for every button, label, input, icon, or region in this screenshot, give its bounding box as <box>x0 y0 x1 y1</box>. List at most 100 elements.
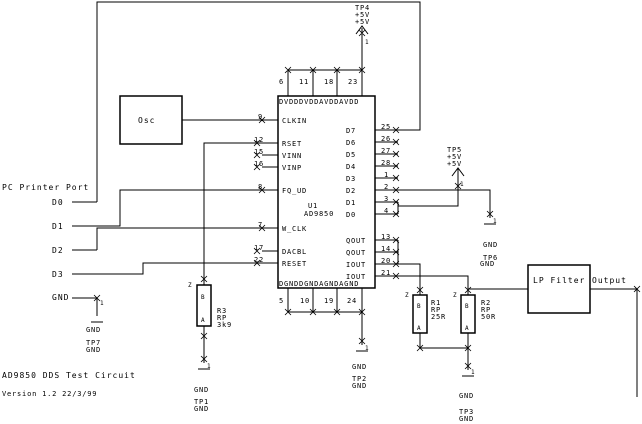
power-arrow-icon <box>355 25 369 35</box>
pin-num: 17 <box>254 244 264 252</box>
r2-pin-z: Z <box>453 292 457 299</box>
pin-num: 1 <box>384 171 389 179</box>
wire-tp5 <box>398 168 459 191</box>
output-label: Output <box>592 276 627 285</box>
tp7-pin: 1 <box>100 300 104 307</box>
tp1-name: TP1 <box>194 398 209 406</box>
wire-r-gnd <box>419 328 469 370</box>
pin-num: 28 <box>381 159 391 167</box>
pc-printer-port: PC Printer Port D0 D1 D2 D3 GND <box>2 183 97 302</box>
pin-num: 16 <box>254 160 264 168</box>
tp5-pin: 1 <box>460 181 464 188</box>
pin-num: 22 <box>254 256 264 264</box>
r3-value: 3k9 <box>217 321 232 329</box>
chip-part: AD9850 <box>304 210 334 218</box>
test-point-tp6: GND TP6 1 GND <box>480 218 498 268</box>
r1-ref: R1 <box>431 299 441 307</box>
pin-label: RSET <box>282 140 302 148</box>
wire-output <box>590 288 638 397</box>
r1-pin-a: A <box>417 325 421 332</box>
pin-label: D0 <box>346 211 356 219</box>
r1-value: 25R <box>431 313 446 321</box>
wire-vin <box>262 154 278 168</box>
pin-num: 9 <box>258 113 263 121</box>
wire-vdd-pins <box>287 70 363 96</box>
tp4-line1: +5V <box>355 11 370 19</box>
port-line-d3: D3 <box>52 270 64 279</box>
tp6-gnd: GND <box>483 241 498 249</box>
resistor-r1: B A Z R1 RP 25R <box>405 292 446 334</box>
pin-num: 4 <box>384 207 389 215</box>
r1-body <box>412 294 428 334</box>
tp5-line1: +5V <box>447 153 462 161</box>
r2-type: RP <box>481 306 491 314</box>
oscillator-box <box>119 95 183 145</box>
lp-filter-box <box>527 264 591 314</box>
tp1-pin: 1 <box>207 363 211 370</box>
r3-type: RP <box>217 314 227 322</box>
r1-type: RP <box>431 306 441 314</box>
r3-body <box>196 284 212 327</box>
test-point-tp4: TP4 +5V +5V 1 <box>355 4 370 46</box>
chip-ad9850: DVDDDVDDAVDDAVDD DGNDDGNDAGNDAGND U1 AD9… <box>254 78 391 305</box>
tp7-gnd: GND <box>86 326 101 334</box>
tp7-line: GND <box>86 346 101 354</box>
tp6-ground: GND <box>480 260 495 268</box>
port-line-gnd: GND <box>52 293 69 302</box>
tp2-name: TP2 <box>352 375 367 383</box>
pin-label: W_CLK <box>282 225 307 233</box>
resistor-r3: B A Z R3 RP 3k9 <box>188 282 232 329</box>
pin-num: 26 <box>381 135 391 143</box>
pin-num: 15 <box>254 148 264 156</box>
pin-label: IOUT <box>346 261 366 269</box>
r1-pin-z: Z <box>405 292 409 299</box>
pin-num: 27 <box>381 147 391 155</box>
pin-num: 21 <box>381 269 391 277</box>
pin-label: QOUT <box>346 249 366 257</box>
port-line-d1: D1 <box>52 222 64 231</box>
tp5-line2: +5V <box>447 160 462 168</box>
diagram-version: Version 1.2 22/3/99 <box>2 390 97 398</box>
pin-num: 25 <box>381 123 391 131</box>
pin-top-6: 6 <box>279 78 284 86</box>
tp3-pin: 1 <box>471 369 475 376</box>
r2-value: 50R <box>481 313 496 321</box>
pin-top-18: 18 <box>324 78 334 86</box>
pin-num: 14 <box>381 245 391 253</box>
tp7-name: TP7 <box>86 339 101 347</box>
tp2-pin: 1 <box>365 345 369 352</box>
pin-num: 7 <box>258 221 263 229</box>
pin-label: D2 <box>346 187 356 195</box>
tp1-gnd: GND <box>194 386 209 394</box>
tp4-pin: 1 <box>365 39 369 46</box>
wire-wclk <box>96 227 278 250</box>
power-arrow-icon <box>451 167 465 177</box>
wire-d0 <box>96 1 421 202</box>
lp-filter-label: LP Filter <box>533 276 585 285</box>
wire-right-stubs <box>375 129 398 277</box>
tp3-line: GND <box>459 415 474 423</box>
test-point-tp5: TP5 +5V +5V 1 <box>447 146 465 188</box>
r1-pin-b: B <box>417 303 421 310</box>
chip-body <box>277 95 376 289</box>
oscillator: Osc <box>119 95 183 145</box>
pin-label: FQ_UD <box>282 187 307 195</box>
test-point-tp3: GND TP3 GND 1 <box>459 369 475 423</box>
tp6-pin: 1 <box>493 218 497 225</box>
chip-bottom-pin-label: DGNDDGNDAGNDAGND <box>279 280 359 288</box>
wire-d1-d0 <box>397 202 410 214</box>
r2-ref: R2 <box>481 299 491 307</box>
connection-markers <box>93 29 641 370</box>
tp2-gnd: GND <box>352 363 367 371</box>
pin-label: VINN <box>282 152 302 160</box>
pin-num: 3 <box>384 195 389 203</box>
tp4-name: TP4 <box>355 4 370 12</box>
pin-label: D6 <box>346 139 356 147</box>
tp3-gnd: GND <box>459 392 474 400</box>
tp2-line: GND <box>352 382 367 390</box>
wire-reset <box>97 262 278 275</box>
pin-bottom-5: 5 <box>279 297 284 305</box>
tp5-name: TP5 <box>447 146 462 154</box>
tp4-line2: +5V <box>355 18 370 26</box>
